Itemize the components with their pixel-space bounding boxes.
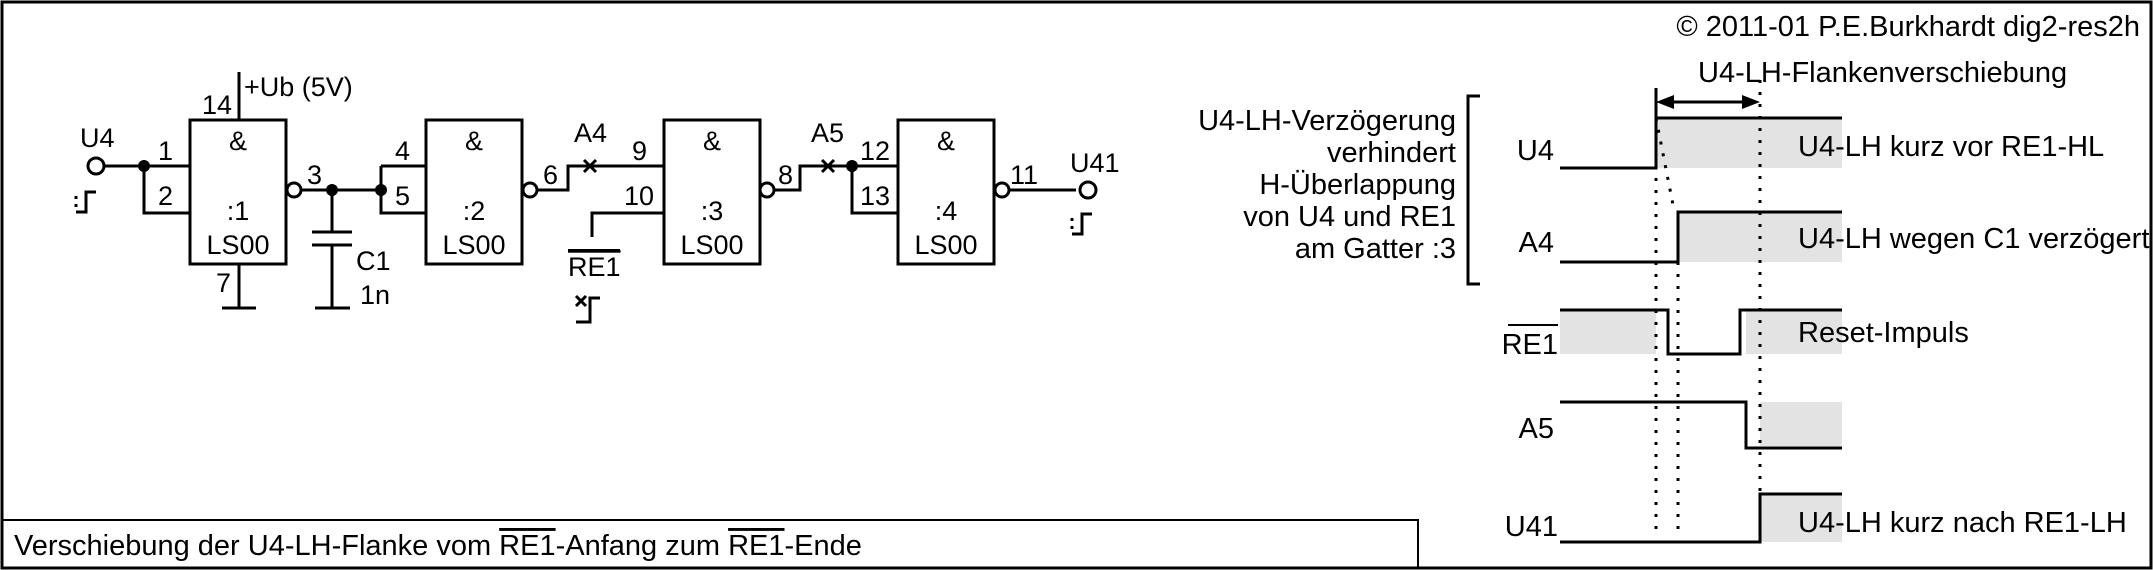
pin-number: 3: [307, 160, 322, 190]
signal-note-u41: U4-LH kurz nach RE1-LH: [1798, 507, 2127, 539]
pin-number: 8: [778, 160, 793, 190]
pin-number: 5: [395, 181, 410, 211]
capacitor-name: C1: [356, 246, 391, 276]
bracket-note-line: am Gatter :3: [1295, 233, 1456, 265]
gate-symbol: &: [703, 126, 721, 156]
waveform-u41: [1560, 492, 1842, 544]
caption-box: [2, 519, 1419, 568]
signal-note-u4: U4-LH kurz vor RE1-HL: [1798, 131, 2104, 163]
gate-4: & :4 LS00: [896, 118, 1011, 266]
bracket-note-line: von U4 und RE1: [1243, 201, 1456, 233]
gate-type: LS00: [206, 230, 269, 260]
inverter-bubble: [285, 181, 303, 199]
node-label-a4: A4: [574, 118, 607, 148]
pin-number: 6: [543, 160, 558, 190]
signal-note-a4: U4-LH wegen C1 verzögert: [1798, 223, 2149, 255]
output-label: U41: [1070, 148, 1120, 178]
timing-shading: [1560, 118, 1842, 542]
input-label: U4: [80, 123, 115, 153]
reset-label: RE1: [568, 252, 621, 282]
signal-name-a4: A4: [1519, 227, 1554, 259]
signal-name-u4: U4: [1517, 135, 1554, 167]
inverter-bubble: [521, 181, 539, 199]
pin-number: 9: [632, 136, 647, 166]
arrowhead-left: [1656, 95, 1674, 109]
gate-type: LS00: [914, 230, 977, 260]
junction-dot: [846, 160, 858, 172]
bracket-note-line: U4-LH-Verzögerung: [1198, 105, 1456, 137]
node-marker-a5: [820, 158, 836, 174]
gate-name: :2: [463, 196, 486, 226]
gate-type: LS00: [442, 230, 505, 260]
junction-dot: [375, 184, 387, 196]
timing-guides: [1654, 80, 1762, 536]
junction-dot: [138, 160, 150, 172]
signal-name-re1: RE1: [1502, 329, 1558, 361]
shift-dimension-arrow: [1654, 88, 1756, 118]
gate-2: & :2 LS00: [424, 118, 539, 266]
waveform-re1: [1560, 308, 1842, 356]
pin-number: 1: [158, 136, 173, 166]
step-symbol-output: [1070, 212, 1092, 236]
pin-number: 7: [216, 268, 231, 298]
gate-type: LS00: [680, 230, 743, 260]
arrowhead-right: [1742, 95, 1760, 109]
node-label-a5: A5: [811, 118, 844, 148]
inverter-bubble: [993, 181, 1011, 199]
signal-name-a5: A5: [1519, 413, 1554, 445]
gate-name: :4: [935, 196, 958, 226]
supply-label: +Ub (5V): [244, 72, 353, 102]
gate-symbol: &: [937, 126, 955, 156]
inverter-bubble: [758, 181, 776, 199]
shift-label: U4-LH-Flankenverschiebung: [1698, 57, 2067, 89]
pin-number: 10: [624, 181, 654, 211]
node-marker-a4: [582, 158, 598, 174]
pin-number: 4: [395, 136, 410, 166]
pin-number: 2: [158, 181, 173, 211]
gate-3: & :3 LS00: [662, 118, 776, 266]
signal-note-re1: Reset-Impuls: [1798, 317, 1969, 349]
gate-symbol: &: [465, 126, 483, 156]
gate-name: :3: [701, 196, 724, 226]
step-symbol-reset: [574, 294, 600, 324]
pin-number: 12: [860, 136, 890, 166]
pin-number: 13: [860, 181, 890, 211]
step-symbol-input: [74, 190, 96, 214]
waveform-a5: [1560, 400, 1842, 450]
gate-symbol: &: [229, 126, 247, 156]
bracket-note-line: verhindert: [1327, 137, 1456, 169]
bracket: [1466, 94, 1480, 286]
output-terminal-u41: [1078, 180, 1098, 200]
pin-number: 14: [202, 90, 232, 120]
input-terminal-u4: [86, 156, 106, 176]
copyright-text: © 2011-01 P.E.Burkhardt dig2-res2h: [1676, 11, 2140, 43]
gate-name: :1: [227, 196, 250, 226]
gate-1: & :1 LS00: [188, 118, 303, 266]
capacitor-value: 1n: [360, 280, 390, 310]
pin-number: 11: [1010, 160, 1038, 190]
junction-dot: [326, 184, 338, 196]
signal-name-u41: U41: [1505, 511, 1558, 543]
bracket-note-line: H-Überlappung: [1259, 169, 1456, 201]
figure-caption: Verschiebung der U4-LH-Flanke vom RE1-An…: [14, 530, 862, 562]
